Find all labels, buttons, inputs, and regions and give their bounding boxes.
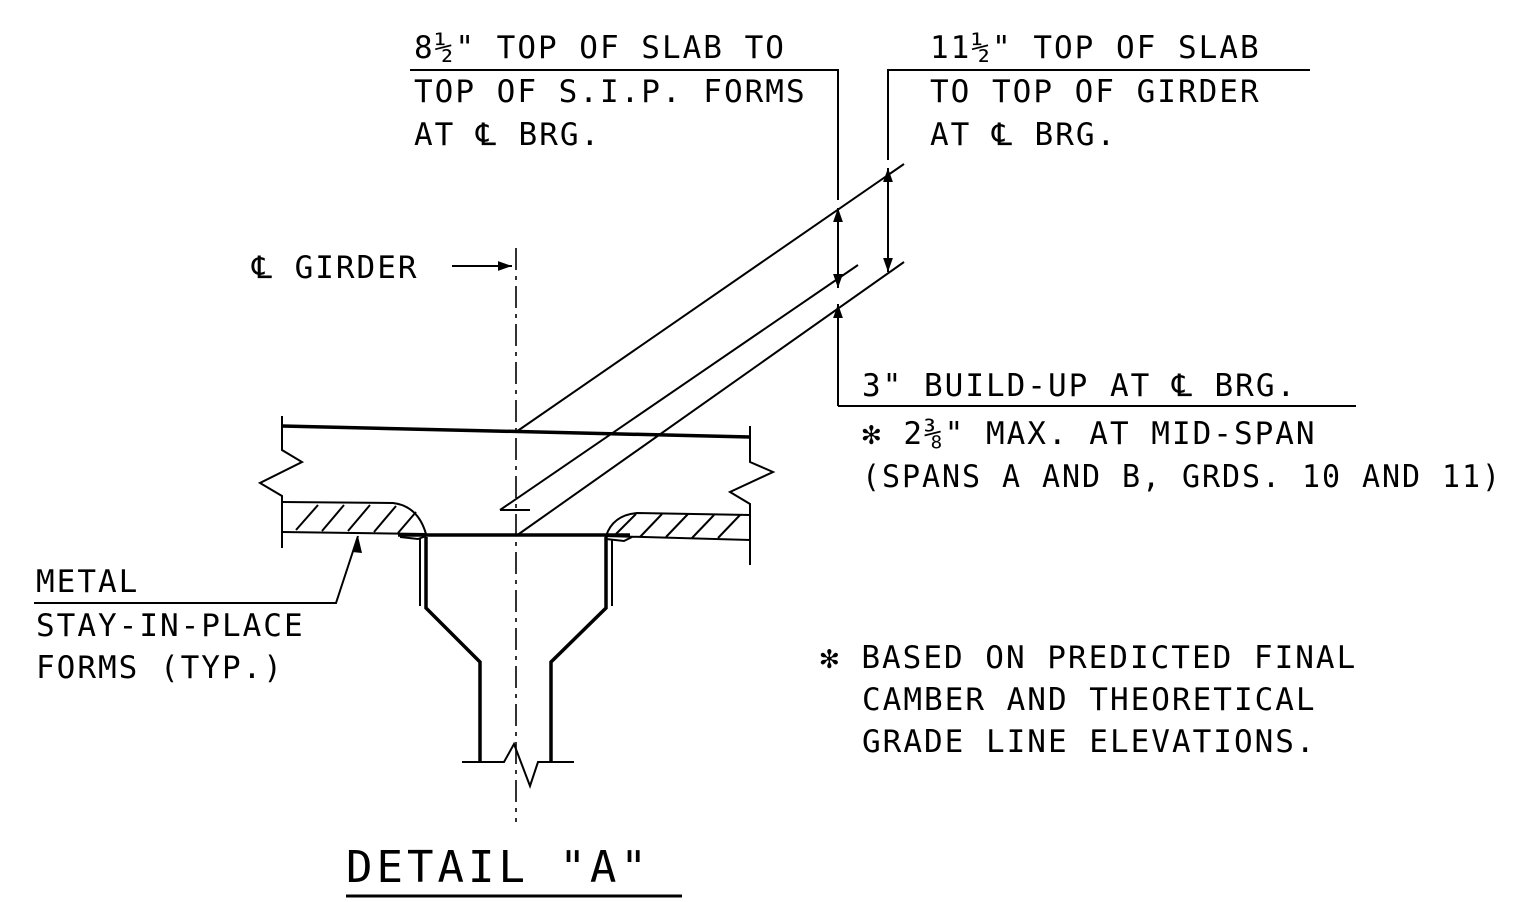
leader-11-1-2: [887, 69, 1310, 160]
note-slab-to-girder-line1: 11½" TOP OF SLAB: [930, 30, 1261, 66]
note-slab-to-sip-line1: 8½" TOP OF SLAB TO: [414, 30, 786, 66]
note-buildup-line1: 3" BUILD-UP AT ℄ BRG.: [862, 368, 1297, 404]
note-buildup-line3: (SPANS A AND B, GRDS. 10 AND 11): [862, 459, 1502, 495]
leader-forms: [34, 535, 359, 604]
note-slab-to-sip-line3: AT ℄ BRG.: [414, 117, 601, 153]
note-slab-to-sip-line2: TOP OF S.I.P. FORMS: [414, 74, 807, 110]
footnote-line3: GRADE LINE ELEVATIONS.: [862, 724, 1317, 760]
girder-left-profile: [424, 537, 482, 762]
leader-8-1-2: [410, 69, 839, 200]
left-sip-form: [281, 501, 428, 536]
slab-left-break: [257, 416, 305, 548]
girder-right-profile: [549, 537, 608, 762]
sip-top-extension: [499, 264, 859, 511]
footnote-line2: CAMBER AND THEORETICAL: [862, 682, 1317, 718]
detail-title: DETAIL "A": [346, 842, 651, 893]
girder: [398, 533, 633, 789]
slab-top-extension: [515, 163, 905, 433]
note-slab-to-girder-line2: TO TOP OF GIRDER: [930, 74, 1261, 110]
note-buildup-line2: ✻ 2⅜" MAX. AT MID-SPAN: [862, 416, 1317, 452]
note-forms-line1: METAL: [36, 564, 139, 600]
label-girder-centerline: ℄ GIRDER: [251, 250, 419, 286]
girder-break: [462, 741, 574, 789]
footnote-line1: ✻ BASED ON PREDICTED FINAL: [820, 640, 1357, 676]
girder-top-extension: [515, 261, 905, 537]
right-sip-form: [604, 511, 751, 542]
note-forms-line2: STAY-IN-PLACE: [36, 608, 305, 644]
note-forms-line3: FORMS (TYP.): [36, 650, 284, 686]
slab-right-break: [727, 426, 776, 565]
note-slab-to-girder-line3: AT ℄ BRG.: [930, 117, 1117, 153]
